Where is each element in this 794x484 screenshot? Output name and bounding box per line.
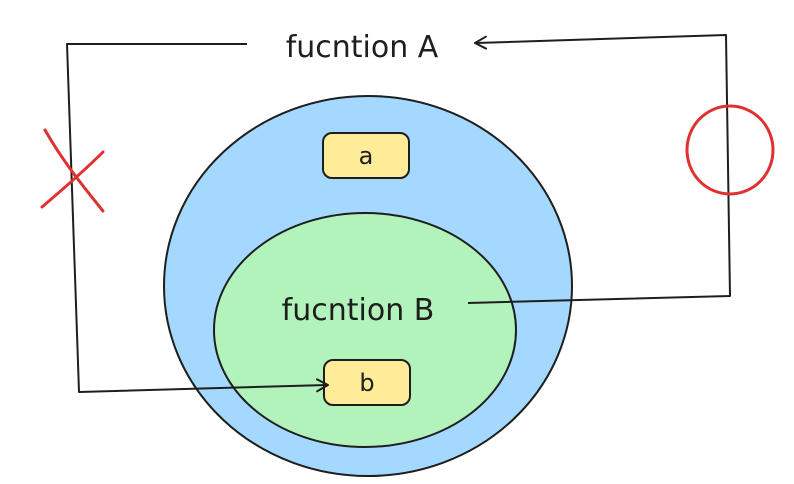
allowed-access-connector [467,34,731,304]
inner-scope-circle [213,212,517,448]
blocked-access-connector [66,43,329,393]
function-a-label: fucntion A [286,30,439,65]
variable-a-label: a [359,142,374,170]
x-mark-icon [40,128,105,213]
function-b-label: fucntion B [282,293,435,328]
variable-b-label: b [359,369,374,397]
variable-a-box [322,132,410,179]
circle-mark-icon [685,104,775,196]
